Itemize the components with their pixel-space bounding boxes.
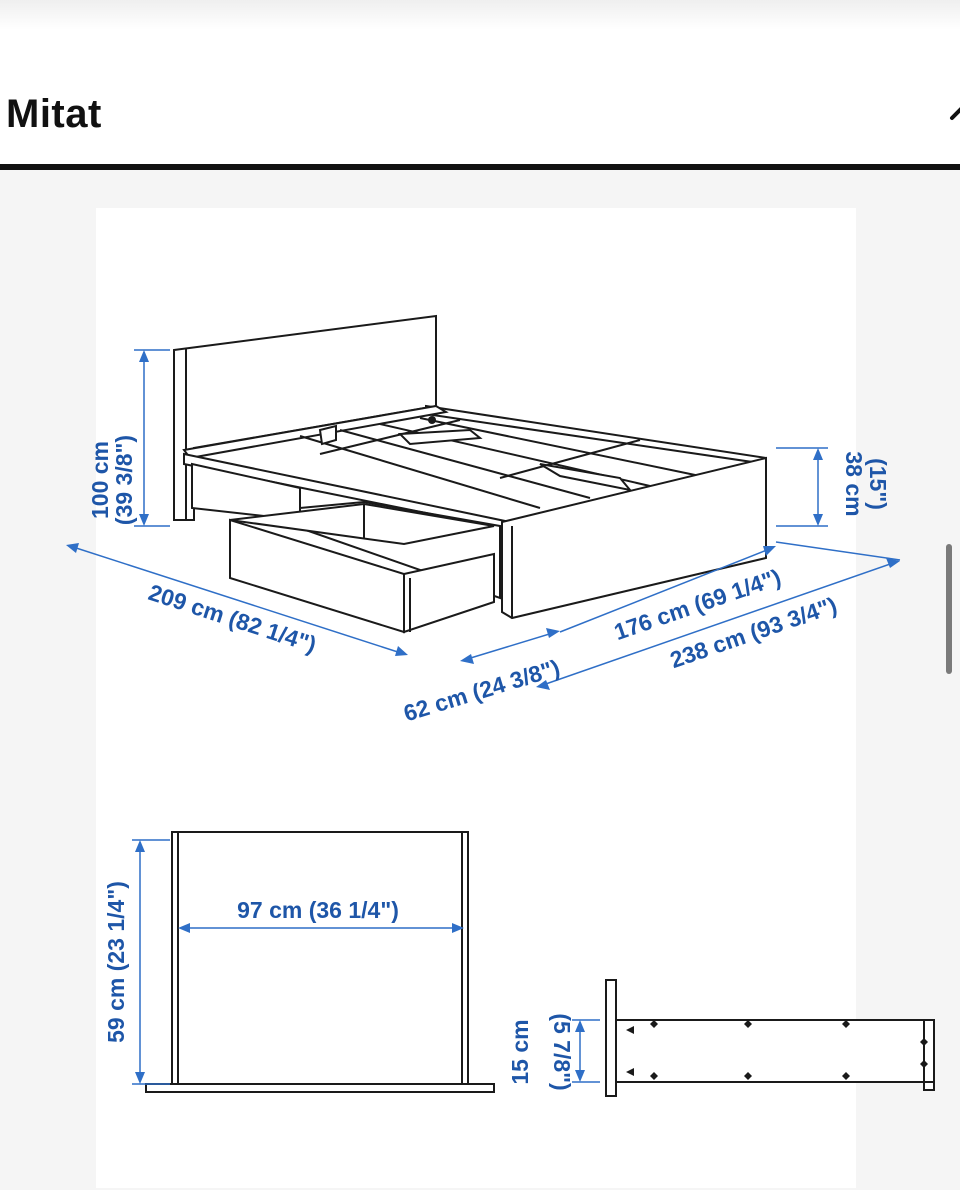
collapse-button[interactable] <box>944 100 960 130</box>
bed-dimension-lines <box>66 349 901 690</box>
section-title: Mitat <box>6 92 102 136</box>
section-header[interactable]: Mitat <box>0 30 960 164</box>
chevron-up-icon <box>950 107 960 120</box>
top-shade <box>0 0 960 30</box>
frame-height-label: 38 cm <box>841 451 867 516</box>
scrollbar[interactable] <box>946 544 952 674</box>
drawer-height-inch-label: (5 7/8") <box>549 1013 575 1090</box>
header-divider <box>0 164 960 170</box>
drawer-top-dimension-lines <box>132 839 464 1085</box>
drawer-depth-label: 59 cm (23 1/4") <box>103 881 129 1043</box>
dimension-figure: 100 cm (39 3/8") 38 cm (15") 209 cm (82 … <box>66 208 935 1188</box>
drawer-width-label: 97 cm (36 1/4") <box>237 897 399 923</box>
bed-illustration <box>173 314 767 634</box>
drawer-side-view <box>605 979 935 1097</box>
frame-height-inch-label: (15") <box>865 458 891 510</box>
drawer-height-label: 15 cm <box>507 1019 533 1084</box>
drawer-side-dimension-lines <box>572 1019 600 1083</box>
drawer-top-view <box>145 831 495 1093</box>
headboard-height-label: 100 cm <box>87 441 113 519</box>
headboard-height-inch-label: (39 3/8") <box>111 435 137 525</box>
